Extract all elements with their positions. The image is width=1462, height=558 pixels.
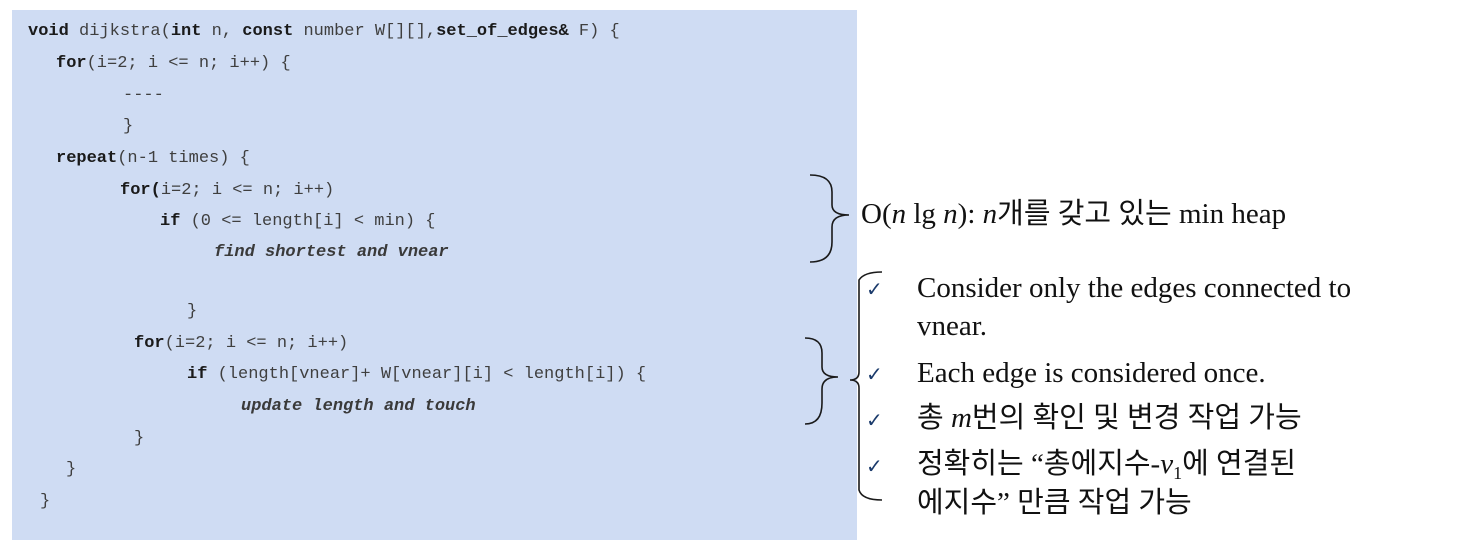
check-item-3: 총 m번의 확인 및 변경 작업 가능	[917, 402, 1302, 434]
keyword-repeat: repeat	[56, 149, 118, 168]
code-text: ----	[123, 86, 164, 105]
note-variable: m	[950, 402, 972, 434]
check-item-4-line-2: 에지수” 만큼 작업 가능	[917, 487, 1192, 519]
code-line-find-shortest: find shortest and vnear	[214, 243, 449, 263]
keyword-for: for(	[120, 181, 161, 200]
note-text: lg	[906, 198, 944, 230]
code-text: (i=2; i <= n; i++)	[164, 334, 349, 353]
code-line-for-init: for(i=2; i <= n; i++) {	[56, 54, 291, 74]
code-line-close-for-init: }	[123, 117, 133, 137]
code-comment: find shortest and vnear	[214, 243, 449, 262]
note-subscript: 1	[1173, 463, 1183, 483]
code-text: (i=2; i <= n; i++) {	[86, 54, 291, 73]
brace-find-loop	[809, 174, 850, 263]
code-text: F) {	[568, 22, 620, 41]
code-line-repeat: repeat(n-1 times) {	[56, 149, 250, 169]
checkmark-icon: ✓	[866, 362, 883, 386]
keyword-for: for	[134, 334, 165, 353]
code-line-for-update: for(i=2; i <= n; i++)	[134, 334, 348, 354]
note-variable: n	[982, 198, 998, 230]
check-item-1-line-2: vnear.	[917, 310, 988, 342]
keyword-const: const	[242, 22, 294, 41]
checkmark-icon: ✓	[866, 277, 883, 301]
code-line-close-function: }	[40, 492, 50, 512]
code-text: }	[123, 117, 134, 136]
note-text: 개를 갖고 있는 min heap	[997, 198, 1287, 230]
code-line-close-if-min: }	[187, 302, 197, 322]
code-line-for-find: for(i=2; i <= n; i++)	[120, 181, 334, 201]
keyword-if: if	[160, 212, 181, 231]
code-text: }	[134, 429, 145, 448]
checkmark-icon: ✓	[866, 408, 883, 432]
keyword-void: void	[28, 22, 69, 41]
checkmark-icon: ✓	[866, 454, 883, 478]
keyword-for: for	[56, 54, 87, 73]
note-text: 정확히는 “총에지수-	[917, 448, 1161, 480]
note-text: 총	[917, 402, 951, 434]
note-text: ):	[957, 198, 983, 230]
code-text: number W[][],	[293, 22, 437, 41]
code-panel	[12, 10, 857, 540]
note-text: 번의 확인 및 변경 작업 가능	[971, 402, 1302, 434]
code-text: i=2; i <= n; i++)	[160, 181, 335, 200]
keyword-set-of-edges: set_of_edges&	[436, 22, 569, 41]
code-line-if-length: if (length[vnear]+ W[vnear][i] < length[…	[187, 365, 646, 385]
code-line-if-min: if (0 <= length[i] < min) {	[160, 212, 435, 232]
note-text: O(	[861, 198, 892, 230]
note-variable: v	[1160, 448, 1174, 480]
keyword-int: int	[170, 22, 202, 41]
brace-update-loop	[804, 337, 839, 425]
code-text: }	[187, 302, 198, 321]
code-line-close-repeat: }	[66, 460, 76, 480]
code-line-dashes: ----	[123, 86, 164, 106]
code-comment: update length and touch	[241, 397, 476, 416]
note-variable: n	[943, 198, 958, 230]
note-variable: n	[891, 198, 907, 230]
code-text: dijkstra(	[68, 22, 171, 41]
code-line-signature: void dijkstra(int n, const number W[][],…	[28, 22, 620, 42]
code-text: }	[66, 460, 77, 479]
code-text: (length[vnear]+ W[vnear][i] < length[i])…	[207, 365, 647, 384]
check-item-4-line-1: 정확히는 “총에지수-v1에 연결된	[917, 448, 1296, 489]
code-text: (n-1 times) {	[117, 149, 250, 168]
check-item-2: Each edge is considered once.	[917, 357, 1266, 389]
code-text: n,	[201, 22, 243, 41]
code-line-close-if-length: }	[134, 429, 144, 449]
note-text: 에 연결된	[1182, 448, 1297, 480]
keyword-if: if	[187, 365, 208, 384]
code-text: (0 <= length[i] < min) {	[180, 212, 436, 231]
brace-checklist	[849, 271, 883, 501]
complexity-note: O(n lg n): n개를 갖고 있는 min heap	[861, 198, 1286, 230]
code-text: }	[40, 492, 51, 511]
code-line-update-length: update length and touch	[241, 397, 476, 417]
check-item-1-line-1: Consider only the edges connected to	[917, 272, 1352, 304]
